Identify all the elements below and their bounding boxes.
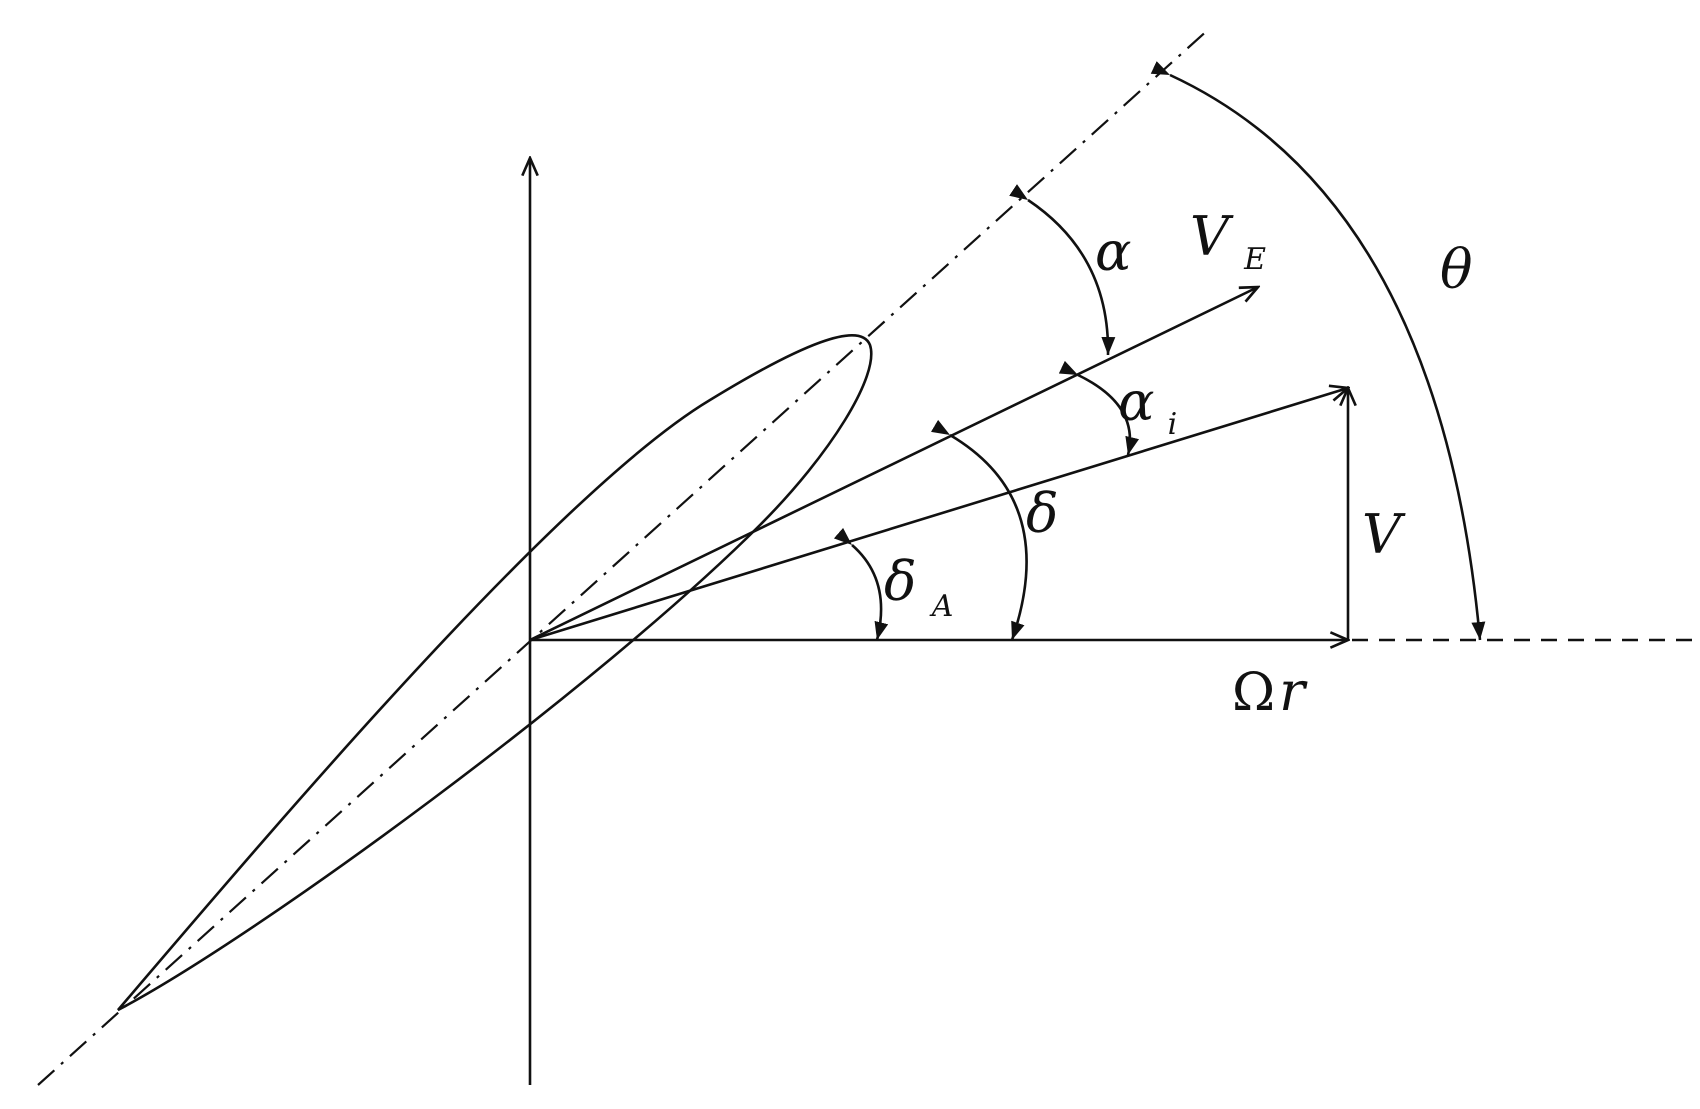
label-delta: δ [1026, 482, 1059, 545]
label-omega-r-omega: Ω [1232, 663, 1275, 723]
delta-a-arc [833, 527, 889, 641]
label-v: V [1362, 503, 1406, 566]
label-theta: θ [1440, 238, 1473, 301]
label-alpha-i: α i [1118, 370, 1177, 442]
label-ve-main: V [1190, 205, 1234, 268]
alpha-i-arc [1058, 360, 1139, 456]
label-ve-sub: E [1243, 242, 1266, 277]
delta-arc [930, 419, 1028, 641]
label-delta-a-main: δ [884, 550, 917, 613]
theta-arc [1150, 61, 1486, 641]
chord-line [37, 27, 1211, 1086]
label-alpha-i-sub: i [1168, 407, 1178, 442]
label-omega-r-r: r [1279, 660, 1308, 723]
label-omega-r: Ω r [1232, 660, 1308, 723]
ve-vector [529, 287, 1258, 642]
label-alpha-i-main: α [1118, 370, 1154, 433]
label-delta-a-sub: A [929, 589, 954, 624]
alpha-arc [1009, 184, 1116, 356]
label-alpha: α [1095, 220, 1131, 283]
label-delta-a: δ A [884, 550, 953, 624]
airfoil-profile [117, 333, 873, 1012]
label-ve: V E [1190, 205, 1266, 277]
